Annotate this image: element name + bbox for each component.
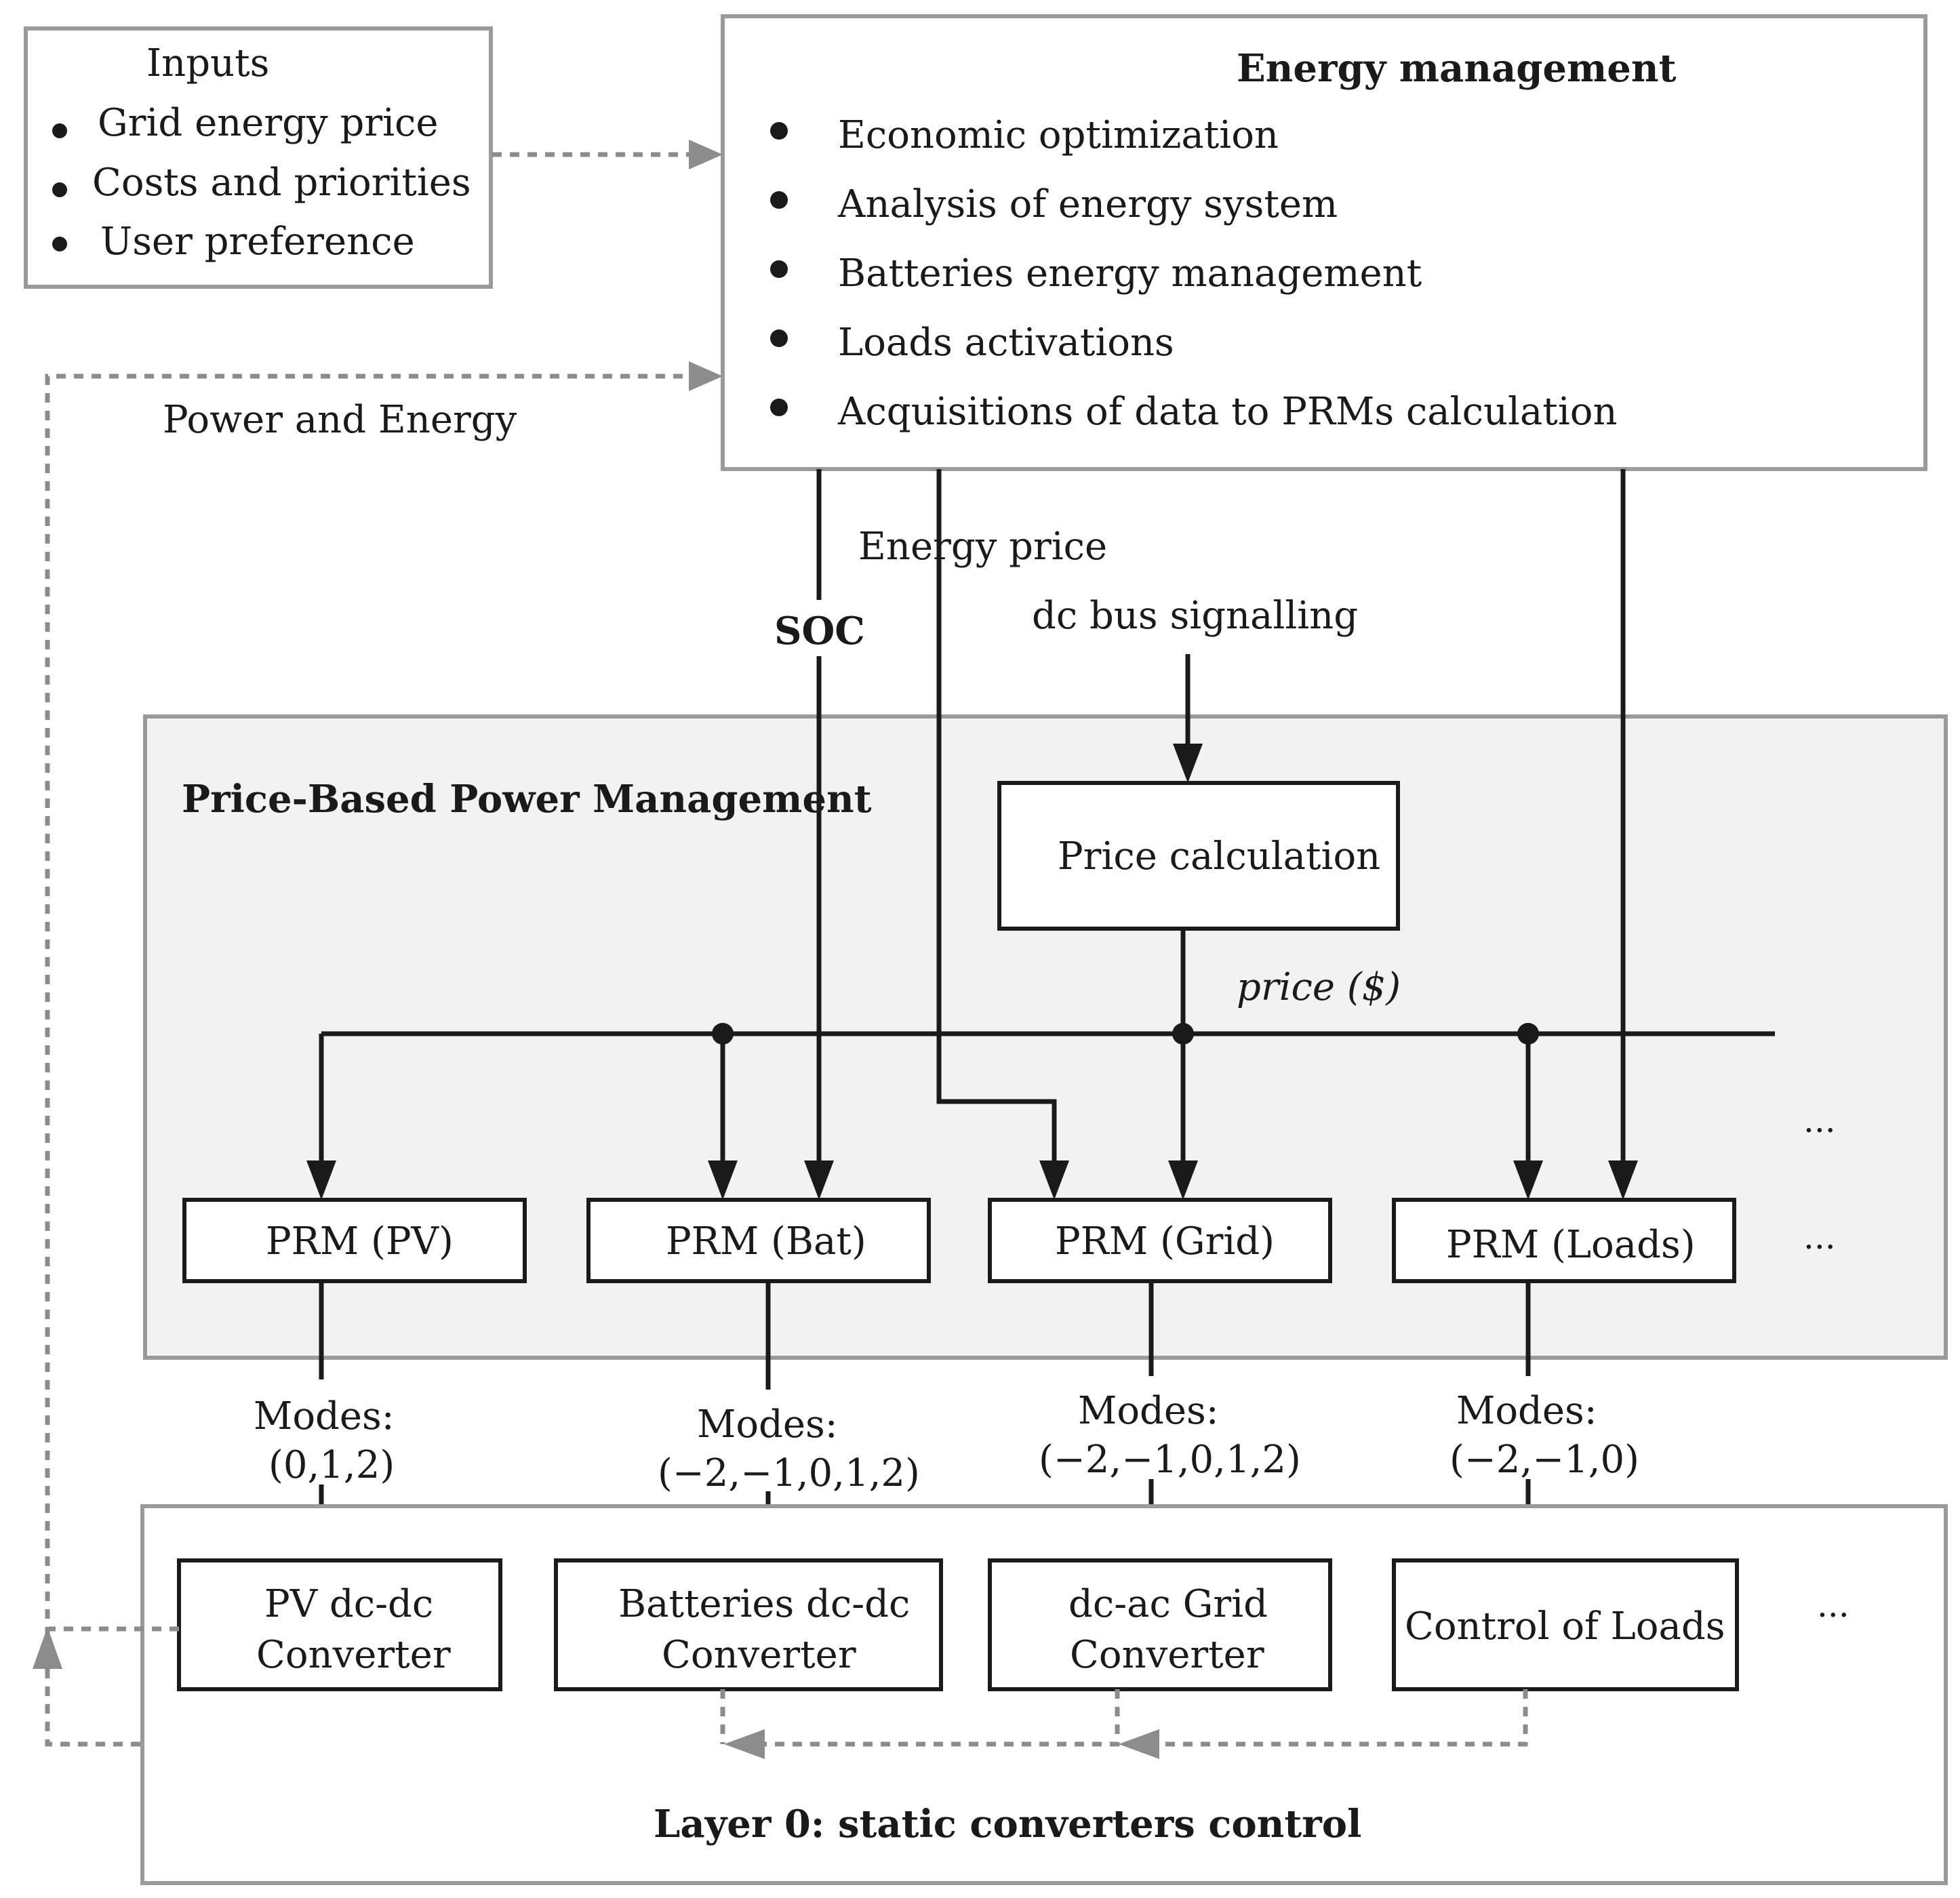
arrow-down-icon xyxy=(306,1160,336,1200)
converter-label: dc-ac Grid xyxy=(1068,1582,1268,1626)
converter-label: Converter xyxy=(1070,1633,1264,1677)
layer0-title: Layer 0: static converters control xyxy=(654,1802,1361,1846)
arrow-down-icon xyxy=(1039,1160,1069,1200)
arrow-down-icon xyxy=(804,1160,834,1200)
prm-label: PRM (Loads) xyxy=(1446,1223,1696,1267)
inputs-title: Inputs xyxy=(146,41,269,85)
inputs-box: Inputs Grid energy price Costs and prior… xyxy=(24,26,493,289)
converter-label: Control of Loads xyxy=(1405,1604,1725,1649)
pbpm-ellipsis-lower: ... xyxy=(1803,1217,1836,1257)
pbpm-title: Price-Based Power Management xyxy=(182,777,872,822)
converter-label: PV dc-dc xyxy=(264,1582,433,1626)
energy-price-label: Energy price xyxy=(858,525,1107,569)
bullet-icon xyxy=(770,329,788,347)
inputs-item: Grid energy price xyxy=(98,101,439,145)
modes-label: Modes: xyxy=(254,1394,395,1438)
power-energy-left-line xyxy=(45,373,685,1654)
modes-values: (−2,−1,0,1,2) xyxy=(1039,1438,1301,1482)
arrow-down-icon xyxy=(1608,1160,1638,1200)
converter-label: Batteries dc-dc xyxy=(618,1582,910,1626)
bullet-icon xyxy=(770,260,788,278)
prm-bat-box: PRM (Bat) xyxy=(586,1198,931,1283)
pv-converter-box: PV dc-dc Converter xyxy=(177,1558,502,1691)
inputs-item: Costs and priorities xyxy=(92,161,471,205)
modes-label: Modes: xyxy=(1078,1389,1219,1433)
loads-feedback xyxy=(1153,1689,1528,1747)
modes-values: (−2,−1,0,1,2) xyxy=(658,1451,920,1495)
em-item: Acquisitions of data to PRMs calculation xyxy=(837,390,1618,434)
price-calculation-box: Price calculation xyxy=(997,781,1400,931)
bullet-icon xyxy=(770,191,788,209)
grid-converter-box: dc-ac Grid Converter xyxy=(988,1558,1332,1691)
bullet-icon xyxy=(770,399,788,416)
price-label: price ($) xyxy=(1237,965,1401,1009)
modes-values: (0,1,2) xyxy=(268,1443,395,1487)
arrow-down-icon xyxy=(708,1160,738,1200)
power-energy-feedback-line xyxy=(45,1654,722,1747)
converter-label: Converter xyxy=(256,1633,451,1677)
energy-management-title: Energy management xyxy=(1237,46,1677,91)
prm-label: PRM (PV) xyxy=(266,1219,454,1264)
em-item: Analysis of energy system xyxy=(837,182,1338,226)
converter-label: Converter xyxy=(662,1633,856,1677)
dc-bus-signalling-label: dc bus signalling xyxy=(1032,594,1358,638)
arrow-down-icon xyxy=(1168,1160,1198,1200)
arrow-left-icon xyxy=(724,1729,765,1759)
arrow-left-icon xyxy=(1119,1729,1159,1759)
soc-label: SOC xyxy=(774,609,865,653)
modes-label: Modes: xyxy=(697,1402,838,1447)
bullet-icon xyxy=(52,237,67,251)
layer0-ellipsis: ... xyxy=(1817,1586,1849,1625)
bullet-icon xyxy=(52,123,67,138)
bullet-icon xyxy=(770,122,788,140)
em-item: Batteries energy management xyxy=(838,251,1422,296)
arrow-head-icon xyxy=(689,140,723,169)
prm-loads-box: PRM (Loads) xyxy=(1392,1198,1736,1283)
arrow-down-icon xyxy=(1173,744,1203,783)
modes-label: Modes: xyxy=(1456,1389,1597,1433)
arrow-head-icon xyxy=(689,361,723,391)
prm-label: PRM (Grid) xyxy=(1055,1219,1275,1264)
power-and-energy-label: Power and Energy xyxy=(163,398,517,442)
arrow-down-icon xyxy=(1513,1160,1543,1200)
batteries-converter-box: Batteries dc-dc Converter xyxy=(554,1558,943,1691)
grid-feedback xyxy=(759,1689,1120,1747)
loads-control-box: Control of Loads xyxy=(1392,1558,1739,1691)
energy-price-line xyxy=(936,469,1057,1163)
em-item: Economic optimization xyxy=(838,113,1279,157)
price-calculation-label: Price calculation xyxy=(1058,834,1380,879)
energy-management-box: Energy management Economic optimization … xyxy=(721,14,1927,471)
inputs-item: User preference xyxy=(100,220,415,264)
pbpm-ellipsis-upper: ... xyxy=(1803,1101,1836,1140)
prm-label: PRM (Bat) xyxy=(666,1219,866,1264)
prm-grid-box: PRM (Grid) xyxy=(988,1198,1332,1283)
bullet-icon xyxy=(52,182,67,197)
prm-pv-box: PRM (PV) xyxy=(182,1198,527,1283)
modes-values: (−2,−1,0) xyxy=(1449,1438,1639,1482)
em-item: Loads activations xyxy=(838,321,1174,365)
